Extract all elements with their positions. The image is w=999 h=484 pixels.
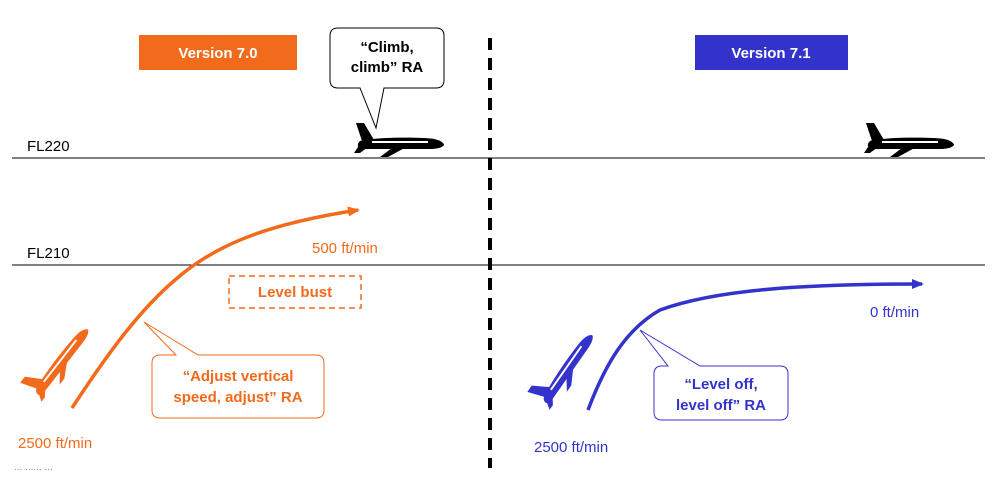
climb-ra-line2: climb” RA xyxy=(351,59,424,76)
right-rate-start-label: 2500 ft/min xyxy=(534,439,608,456)
level-bust-label: Level bust xyxy=(258,284,332,301)
right-trajectory-arrow xyxy=(586,279,924,411)
version-7-1-label: Version 7.1 xyxy=(731,45,810,62)
adjust-vs-ra-callout: “Adjust vertical speed, adjust” RA xyxy=(143,321,325,419)
version-7-1-badge xyxy=(695,35,848,70)
aircraft-icon xyxy=(354,123,444,157)
climb-ra-line1: “Climb, xyxy=(360,39,413,56)
fl220-label: FL220 xyxy=(27,138,70,155)
footer-fragment: ... ...... ... xyxy=(14,462,53,473)
adjust-vs-ra-line1: “Adjust vertical xyxy=(183,368,294,385)
fl210-label: FL210 xyxy=(27,245,70,262)
climb-ra-callout: “Climb, climb” RA xyxy=(329,27,445,130)
left-rate-end-label: 500 ft/min xyxy=(312,240,378,257)
level-off-ra-callout: “Level off, level off” RA xyxy=(639,329,789,421)
level-bust-box xyxy=(228,275,362,309)
version-7-0-badge xyxy=(139,35,297,70)
aircraft-icon xyxy=(864,123,954,157)
aircraft-icon xyxy=(526,323,602,412)
right-rate-end-label: 0 ft/min xyxy=(870,304,919,321)
level-off-ra-line1: “Level off, xyxy=(684,376,757,393)
left-rate-start-label: 2500 ft/min xyxy=(18,435,92,452)
version-7-0-label: Version 7.0 xyxy=(178,45,257,62)
level-off-ra-line2: level off” RA xyxy=(676,397,766,414)
left-trajectory-arrow xyxy=(70,206,360,409)
adjust-vs-ra-line2: speed, adjust” RA xyxy=(173,389,302,406)
